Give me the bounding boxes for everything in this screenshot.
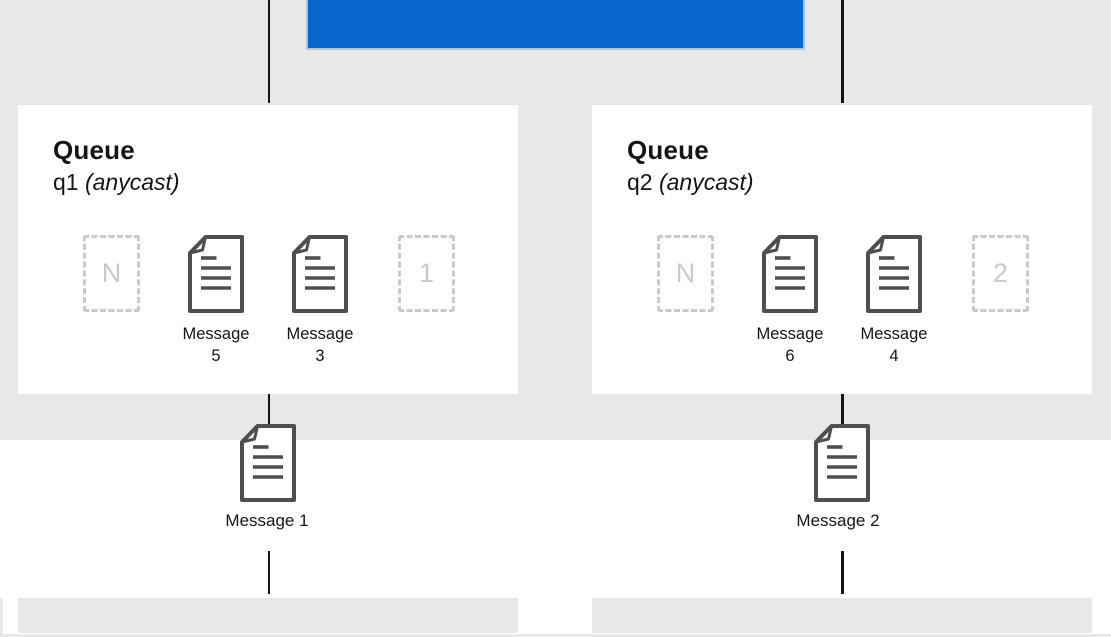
address-box: [306, 0, 805, 50]
document-icon: [814, 424, 870, 502]
message-number: 3: [315, 347, 325, 365]
cropped-box-bottom-right: [592, 598, 1092, 633]
message-word: Message: [182, 325, 250, 343]
queue-title: Queue: [53, 135, 135, 165]
placeholder-slot-n: N: [83, 235, 140, 312]
placeholder-label: N: [675, 258, 696, 288]
queue-subtitle: q2 (anycast): [627, 169, 754, 196]
in-flight-message-label: Message 2: [796, 511, 880, 530]
message-word: Message: [286, 325, 354, 343]
connector-line-queue1-message1: [267, 394, 270, 425]
connector-line-queue2-message2: [841, 394, 844, 425]
document-icon: [240, 424, 296, 502]
message-word: Message: [756, 325, 824, 343]
in-flight-message-label: Message 1: [225, 511, 309, 530]
connector-line-message1-consumer: [267, 551, 270, 594]
message-number: 5: [211, 347, 221, 365]
queue-subtitle: q1 (anycast): [53, 169, 180, 196]
placeholder-label: N: [101, 258, 122, 288]
message-word: Message: [860, 325, 928, 343]
document-icon: [866, 235, 922, 313]
queue-cast-type: (anycast): [84, 169, 180, 195]
connector-line-top-left: [267, 0, 270, 103]
message-number: 6: [785, 347, 795, 365]
queue-card-q1: Queue q1 (anycast) N 1 Message 5 Message…: [18, 105, 518, 394]
cropped-box-left-edge: [0, 598, 3, 637]
queue-card-q2: Queue q2 (anycast) N 2 Message 6 Message…: [592, 105, 1092, 394]
connector-line-top-right: [841, 0, 844, 103]
queue-name: q2: [627, 169, 653, 195]
placeholder-slot-last: 2: [972, 235, 1029, 312]
document-icon: [188, 235, 244, 313]
message-label: Message 3: [235, 323, 405, 367]
message-number: 4: [889, 347, 899, 365]
queue-name: q1: [53, 169, 79, 195]
message-label: Message 6: [705, 323, 875, 367]
message-label: Message 4: [809, 323, 979, 367]
cropped-box-bottom-strip: [0, 634, 1111, 637]
message-label: Message 5: [131, 323, 301, 367]
connector-line-message2-consumer: [841, 551, 844, 594]
placeholder-slot-n: N: [657, 235, 714, 312]
placeholder-label: 2: [992, 258, 1009, 288]
document-icon: [292, 235, 348, 313]
queue-cast-type: (anycast): [658, 169, 754, 195]
placeholder-label: 1: [418, 258, 435, 288]
document-icon: [762, 235, 818, 313]
placeholder-slot-last: 1: [398, 235, 455, 312]
cropped-box-bottom-left: [18, 598, 518, 633]
queue-title: Queue: [627, 135, 709, 165]
